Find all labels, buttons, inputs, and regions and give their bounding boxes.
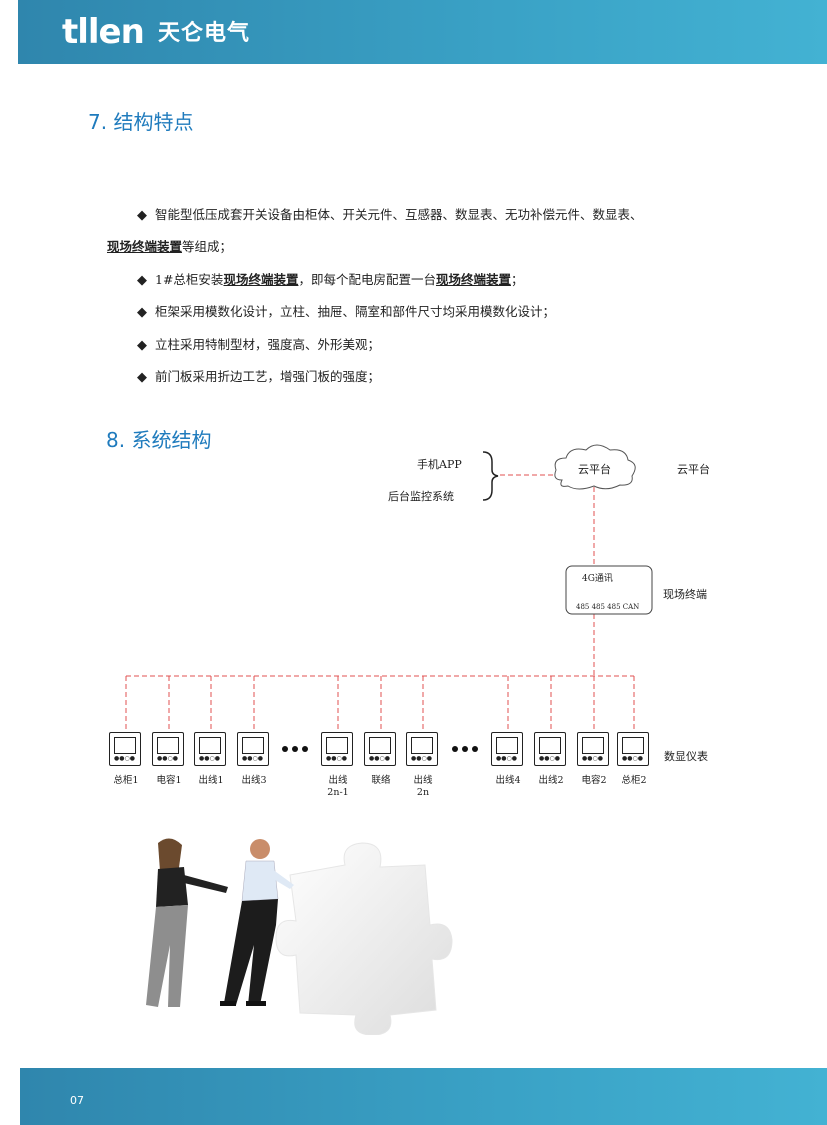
meter-device-icon: ●●○● (491, 732, 523, 766)
terminal-ports-label: 485 485 485 CAN (576, 603, 640, 611)
bullet-emphasis: 现场终端装置 (107, 239, 183, 254)
meter-label: 出线2 (538, 775, 564, 786)
terminal-box (565, 565, 653, 615)
cloud-icon (554, 444, 636, 490)
brand-logo: tllen (62, 12, 145, 52)
bullet-4: ◆ 立柱采用特制型材，强度高、外形美观； (137, 336, 380, 355)
meter-device-icon: ●●○● (534, 732, 566, 766)
ellipsis-icon (282, 746, 478, 752)
meter-device-icon: ●●○● (577, 732, 609, 766)
section-7-title: 7. 结构特点 (88, 110, 194, 134)
page-number: 07 (70, 1094, 84, 1107)
brace-icon (482, 451, 499, 501)
meter-device-icon: ●●○● (109, 732, 141, 766)
puzzle-piece-icon (275, 842, 453, 1035)
woman-figure-icon (146, 838, 228, 1007)
header-band (18, 0, 827, 64)
diamond-bullet-icon: ◆ (137, 370, 147, 385)
cloud-label: 云平台 (578, 463, 611, 476)
meter-device-icon: ●●○● (406, 732, 438, 766)
bullet-text: 智能型低压成套开关设备由柜体、开关元件、互感器、数显表、无功补偿元件、数显表、 (155, 207, 643, 222)
meter-label: 出线4 (495, 775, 521, 786)
meter-label: 联络 (371, 775, 391, 786)
terminal-4g-label: 4G通讯 (582, 574, 613, 584)
meter-label: 总柜2 (621, 775, 647, 786)
bullet-3: ◆ 柜架采用模数化设计，立柱、抽屉、隔室和部件尺寸均采用模数化设计； (137, 303, 555, 322)
bullet-text: ，即每个配电房配置一台 (298, 272, 436, 287)
bullet-emphasis: 现场终端装置 (435, 272, 511, 287)
footer-band (20, 1068, 827, 1125)
meter-label: 出线1 (198, 775, 224, 786)
meter-label: 电容1 (156, 775, 182, 786)
meter-device-icon: ●●○● (237, 732, 269, 766)
bullet-text: 柜架采用模数化设计，立柱、抽屉、隔室和部件尺寸均采用模数化设计； (155, 304, 556, 319)
bullet-text: ； (510, 272, 524, 287)
app-label: 手机APP (417, 458, 462, 471)
meter-device-icon: ●●○● (194, 732, 226, 766)
bullet-text: 前门板采用折边工艺，增强门板的强度； (155, 369, 381, 384)
bullet-text: 立柱采用特制型材，强度高、外形美观； (155, 337, 381, 352)
cloud-side-label: 云平台 (677, 463, 710, 476)
meter-device-icon: ●●○● (152, 732, 184, 766)
meter-label: 出线 2n (413, 775, 433, 798)
puzzle-illustration (146, 838, 453, 1035)
diamond-bullet-icon: ◆ (137, 208, 147, 223)
bullet-2: ◆1#总柜安装现场终端装置，即每个配电房配置一台现场终端装置； (137, 271, 524, 290)
man-figure-icon (220, 839, 294, 1006)
brand-name-cn: 天仑电气 (158, 21, 251, 46)
meter-device-icon: ●●○● (321, 732, 353, 766)
meter-label: 出线 2n-1 (327, 775, 349, 798)
meter-label: 总柜1 (113, 775, 139, 786)
monitor-label: 后台监控系统 (388, 490, 454, 503)
diamond-bullet-icon: ◆ (137, 273, 147, 288)
diamond-bullet-icon: ◆ (137, 338, 147, 353)
bullet-emphasis: 现场终端装置 (223, 272, 299, 287)
meter-label: 电容2 (581, 775, 607, 786)
terminal-side-label: 现场终端 (663, 588, 707, 601)
meter-device-icon: ●●○● (617, 732, 649, 766)
bullet-1: ◆ 智能型低压成套开关设备由柜体、开关元件、互感器、数显表、无功补偿元件、数显表、 (137, 206, 737, 225)
meter-label: 出线3 (241, 775, 267, 786)
meters-side-label: 数显仪表 (664, 750, 708, 763)
bullet-text: 等组成； (182, 239, 233, 254)
meter-device-icon: ●●○● (364, 732, 396, 766)
diamond-bullet-icon: ◆ (137, 305, 147, 320)
bullet-text: 1#总柜安装 (155, 272, 224, 287)
section-8-title: 8. 系统结构 (106, 428, 212, 452)
bullet-5: ◆ 前门板采用折边工艺，增强门板的强度； (137, 368, 380, 387)
bullet-1-continued: 现场终端装置等组成； (107, 238, 232, 256)
